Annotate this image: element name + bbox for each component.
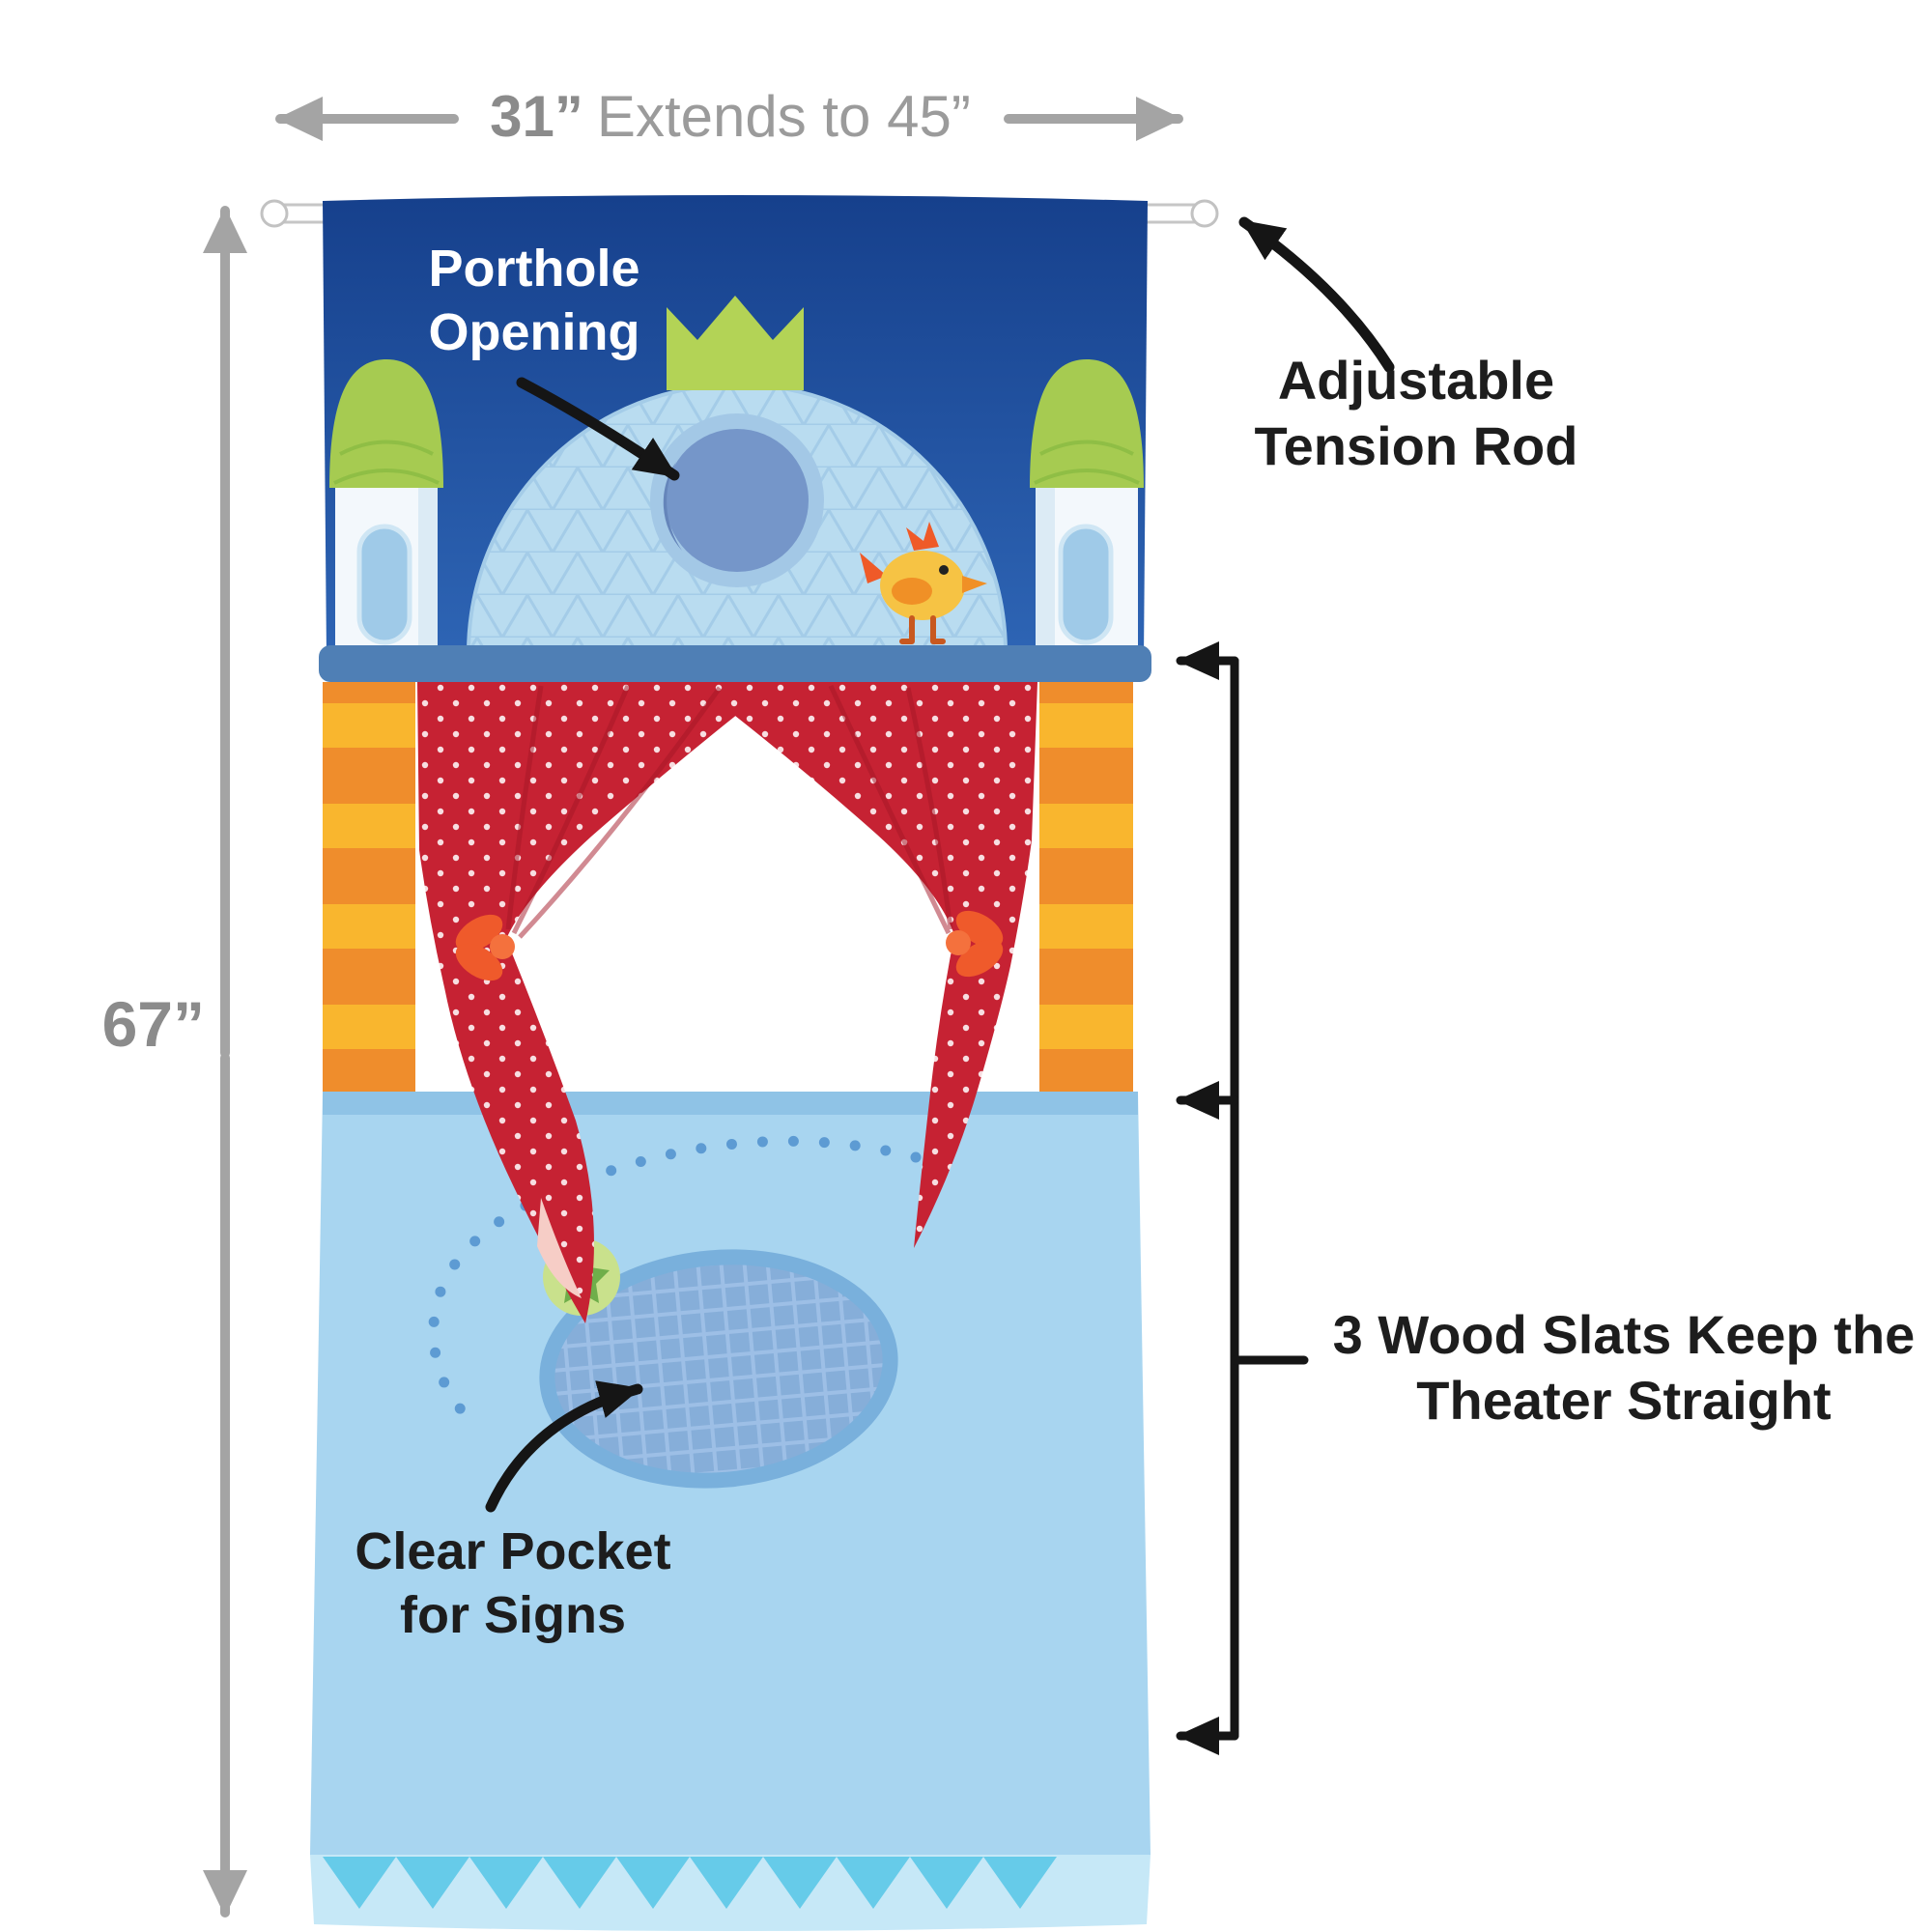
clear-pocket-callout: Clear Pocket for Signs	[355, 1522, 671, 1644]
left-curtain-bow	[455, 914, 515, 981]
right-curtain	[692, 682, 1037, 1248]
wood-slats-callout: 3 Wood Slats Keep the Theater Straight	[1332, 1304, 1916, 1432]
right-curtain-bow	[946, 910, 1004, 978]
porthole-callout: Porthole Opening	[428, 240, 640, 361]
top-banner	[323, 195, 1148, 662]
pocket-arrow	[485, 1380, 643, 1513]
bottom-zigzag-border	[323, 1857, 1057, 1909]
porthole-arrow	[516, 377, 680, 481]
height-dimension-label: 67”	[101, 988, 205, 1060]
bird-illustration	[860, 522, 987, 644]
width-dimension-label: 31”Extends to 45”	[460, 83, 1001, 150]
width-value: 31”	[490, 84, 583, 149]
left-tower	[329, 359, 443, 662]
top-wood-slat	[319, 645, 1151, 682]
tension-rod-arrow	[1238, 216, 1395, 373]
width-extends-text: Extends to 45”	[596, 84, 971, 149]
wood-slats-bracket	[1176, 641, 1309, 1755]
right-tower	[1030, 359, 1144, 662]
left-column	[323, 682, 415, 1094]
right-column	[1039, 682, 1133, 1094]
sign-pocket	[539, 1249, 898, 1489]
porthole-opening	[650, 413, 824, 587]
left-curtain	[417, 682, 779, 1323]
tension-rod-callout: Adjustable Tension Rod	[1254, 350, 1578, 477]
middle-wood-slat	[323, 1092, 1138, 1115]
lower-panel	[310, 1092, 1151, 1931]
crown	[667, 296, 804, 390]
